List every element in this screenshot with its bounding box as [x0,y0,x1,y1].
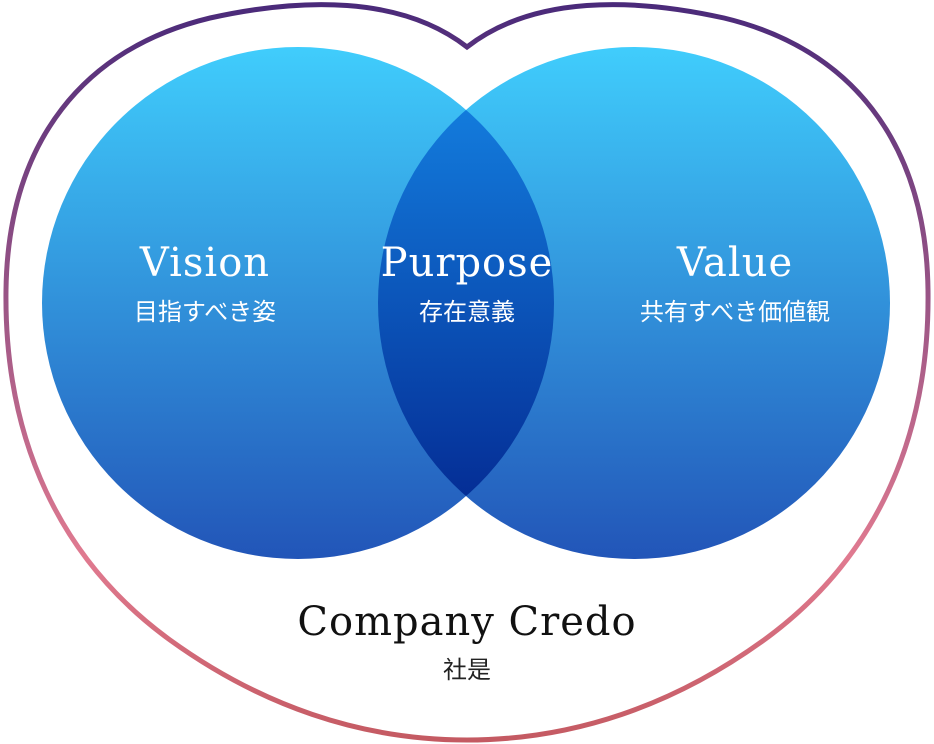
purpose-subtitle: 存在意義 [419,298,515,326]
company-credo-outline [3,2,931,743]
vision-title: Vision [139,240,270,286]
value-subtitle: 共有すべき価値観 [640,298,830,326]
credo-title: Company Credo [297,599,636,645]
value-title: Value [676,240,793,286]
purpose-overlap [378,47,554,559]
credo-subtitle: 社是 [443,656,491,684]
vision-subtitle: 目指すべき姿 [134,298,276,326]
purpose-title: Purpose [381,240,554,286]
